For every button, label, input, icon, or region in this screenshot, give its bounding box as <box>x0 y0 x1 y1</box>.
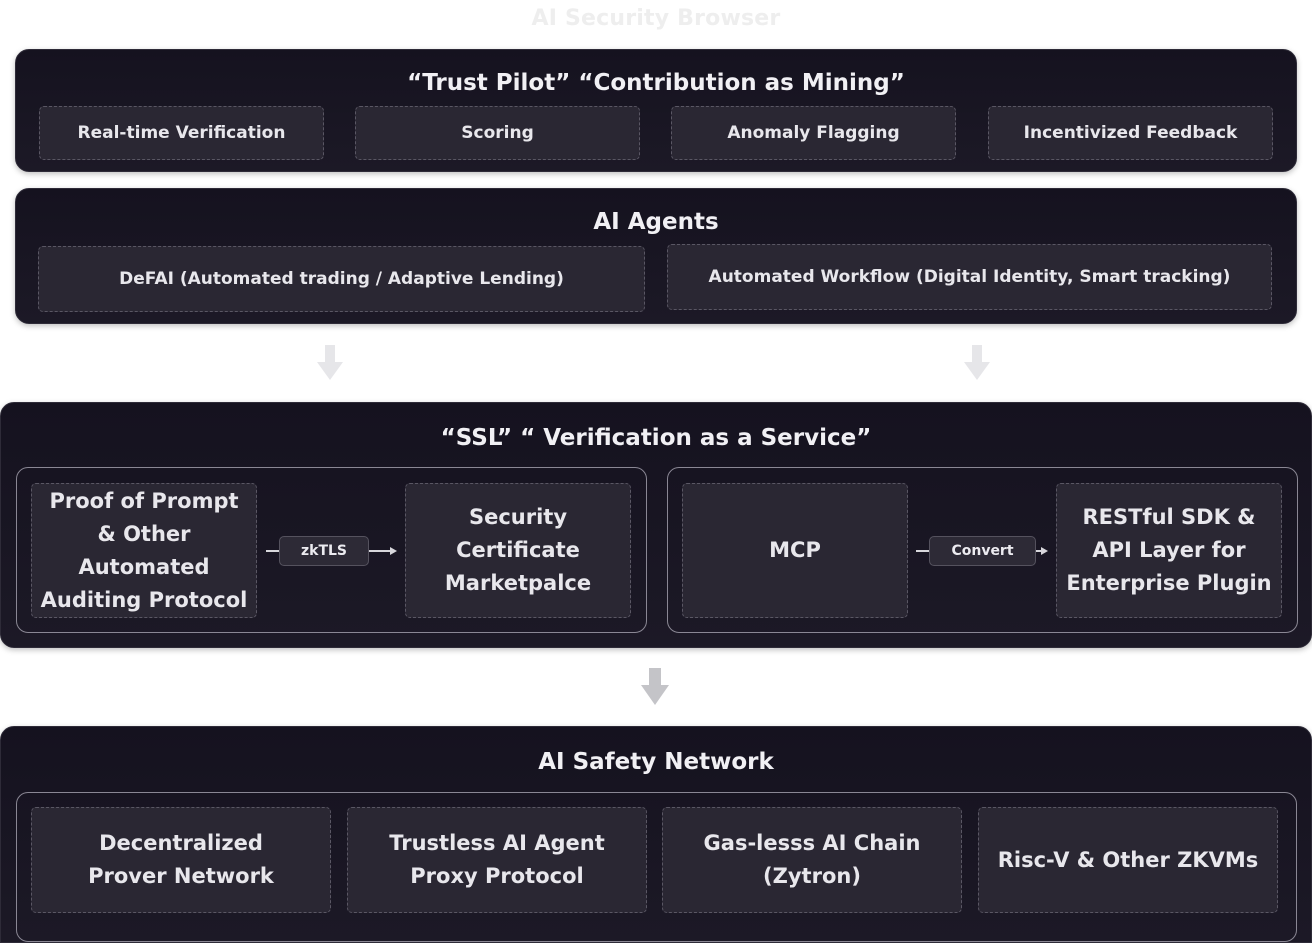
card-line: RESTful SDK & <box>1082 505 1256 529</box>
card-line: & Other Automated <box>78 521 210 579</box>
ssl-verification-panel: “SSL” “ Verification as a Service” Proof… <box>0 402 1312 648</box>
feature-card-real-time-verification: Real-time Verification <box>39 106 324 160</box>
restful-sdk-card: RESTful SDK & API Layer for Enterprise P… <box>1056 483 1282 618</box>
convert-connector-label: Convert <box>929 536 1036 566</box>
agent-card-defai: DeFAI (Automated trading / Adaptive Lend… <box>38 246 645 312</box>
ai-agents-title: AI Agents <box>593 209 719 235</box>
proof-of-prompt-card: Proof of Prompt & Other Automated Auditi… <box>31 483 257 618</box>
trust-pilot-panel: “Trust Pilot” “Contribution as Mining” R… <box>15 49 1297 172</box>
card-line: (Zytron) <box>763 864 861 888</box>
feature-card-scoring: Scoring <box>355 106 640 160</box>
zktls-connector-label: zkTLS <box>279 536 369 566</box>
card-line: API Layer for <box>1092 538 1246 562</box>
down-arrow-icon <box>317 345 343 380</box>
gasless-ai-chain-card: Gas-lesss AI Chain (Zytron) <box>662 807 962 913</box>
card-line: Risc-V & Other ZKVMs <box>997 847 1259 872</box>
card-line: Marketpalce <box>444 571 592 595</box>
connector-line <box>266 550 280 552</box>
trust-pilot-title: “Trust Pilot” “Contribution as Mining” <box>407 70 905 96</box>
ssl-right-group <box>667 467 1298 633</box>
ai-safety-network-panel: AI Safety Network Decentralized Prover N… <box>0 726 1312 943</box>
arrow-right-icon <box>1041 547 1048 555</box>
feature-card-anomaly-flagging: Anomaly Flagging <box>671 106 956 160</box>
card-line: Gas-lesss AI Chain <box>703 831 921 855</box>
agent-card-automated-workflow: Automated Workflow (Digital Identity, Sm… <box>667 244 1272 310</box>
card-line: Trustless AI Agent <box>389 831 605 855</box>
risc-v-zkvms-card: Risc-V & Other ZKVMs <box>978 807 1278 913</box>
card-line: MCP <box>769 538 821 562</box>
safety-network-title: AI Safety Network <box>538 749 774 775</box>
down-arrow-icon <box>964 345 990 380</box>
mcp-card: MCP <box>682 483 908 618</box>
connector-line <box>916 550 930 552</box>
ssl-left-group <box>16 467 647 633</box>
connector-line <box>369 550 391 552</box>
down-arrow-icon <box>641 668 669 705</box>
diagram-title: AI Security Browser <box>531 6 781 31</box>
card-line: Enterprise Plugin <box>1066 571 1272 595</box>
card-line: Proxy Protocol <box>410 864 584 888</box>
connector-line <box>1036 550 1042 552</box>
card-line: Decentralized <box>99 831 263 855</box>
safety-network-group <box>16 792 1297 942</box>
arrow-right-icon <box>390 547 397 555</box>
prover-network-card: Decentralized Prover Network <box>31 807 331 913</box>
ssl-title: “SSL” “ Verification as a Service” <box>440 425 872 451</box>
feature-card-incentivized-feedback: Incentivized Feedback <box>988 106 1273 160</box>
security-certificate-card: Security Certificate Marketpalce <box>405 483 631 618</box>
agent-proxy-protocol-card: Trustless AI Agent Proxy Protocol <box>347 807 647 913</box>
card-line: Security Certificate <box>456 505 580 562</box>
card-line: Prover Network <box>88 864 274 888</box>
card-line: Proof of Prompt <box>49 488 239 513</box>
card-line: Auditing Protocol <box>40 587 248 612</box>
ai-agents-panel: AI Agents DeFAI (Automated trading / Ada… <box>15 188 1297 324</box>
